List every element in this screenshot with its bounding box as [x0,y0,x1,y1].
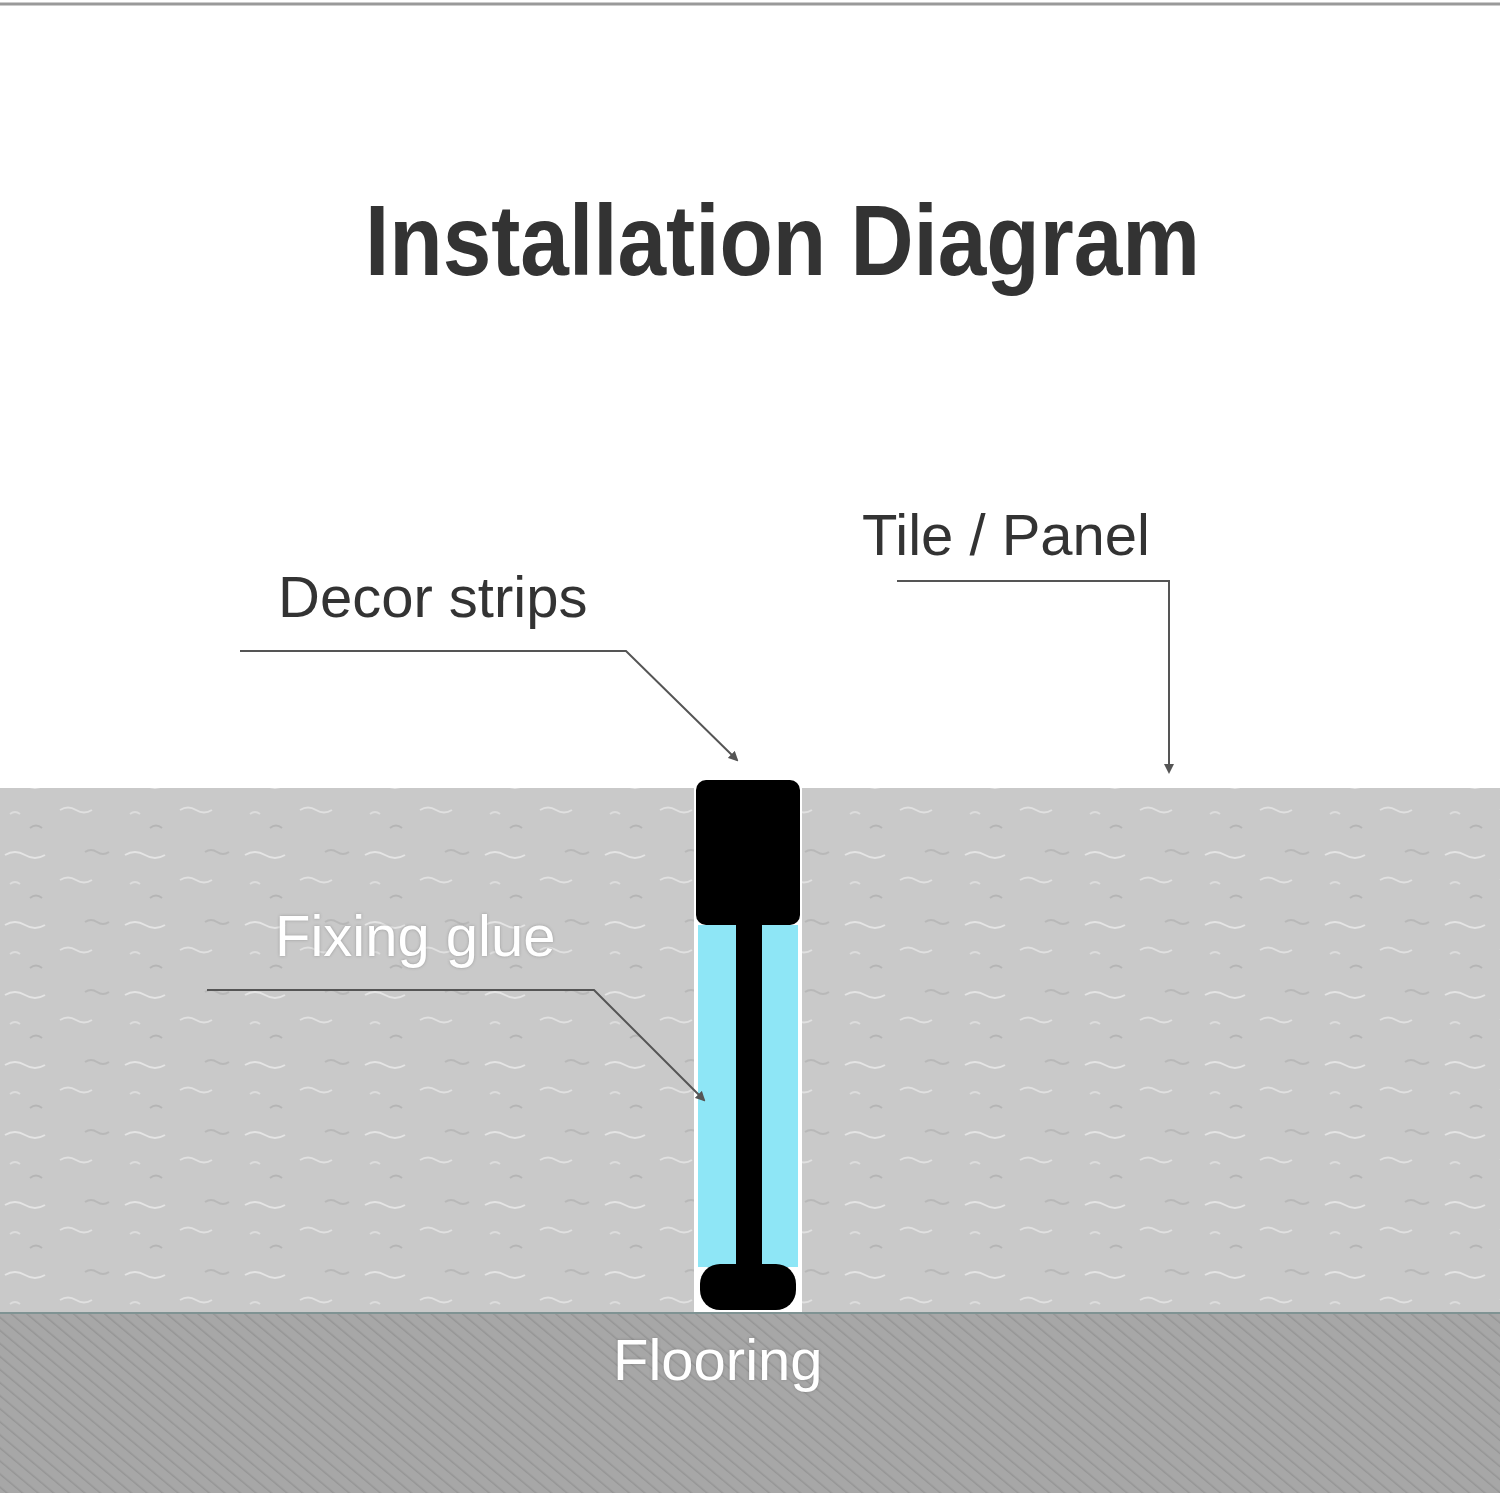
part-label: Decor strips [278,568,587,626]
flooring [0,1313,1500,1493]
floor-line [0,1312,1500,1314]
part-label: Tile / Panel [862,506,1150,564]
leader-line [207,990,704,1100]
part-label: Fixing glue [275,907,555,965]
strip-cap [696,780,800,925]
leader-line [240,651,737,760]
strip-foot [700,1264,796,1310]
diagram-title: Installation Diagram [365,190,1200,290]
part-label: Flooring [613,1331,823,1389]
top-rule [0,3,1500,6]
strip-stem [736,915,762,1275]
leader-line [897,581,1169,772]
